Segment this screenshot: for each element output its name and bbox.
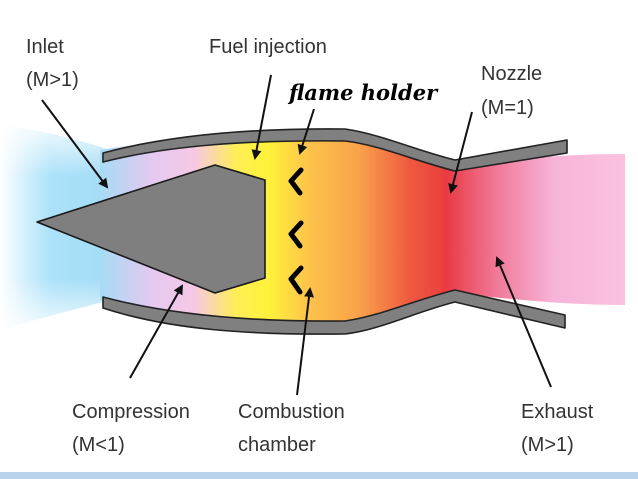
label-nozzle-mach: (M=1) bbox=[481, 97, 534, 119]
label-exhaust: Exhaust bbox=[521, 401, 594, 423]
leader-arrows bbox=[41, 74, 552, 396]
label-combustion: Combustion bbox=[238, 401, 345, 423]
footer-band bbox=[0, 472, 638, 479]
lower-casing bbox=[102, 289, 566, 335]
label-compression-mach: (M<1) bbox=[72, 434, 125, 456]
arrow-fuel-injection bbox=[251, 74, 272, 160]
label-nozzle: Nozzle bbox=[481, 63, 542, 85]
center-body-cone bbox=[36, 164, 266, 294]
label-combustion-chamber: chamber bbox=[238, 434, 316, 456]
label-exhaust-mach: (M>1) bbox=[521, 434, 574, 456]
label-inlet-mach: (M>1) bbox=[26, 69, 79, 91]
label-flame-holder: flame holder bbox=[287, 80, 439, 105]
arrow-exhaust bbox=[495, 256, 552, 388]
label-fuel-injection: Fuel injection bbox=[209, 36, 327, 58]
flame-holders bbox=[288, 167, 304, 295]
upper-casing bbox=[102, 128, 568, 172]
exhaust-plume bbox=[445, 154, 625, 305]
label-compression: Compression bbox=[72, 401, 190, 423]
arrow-nozzle bbox=[448, 111, 473, 194]
arrow-inlet bbox=[41, 99, 109, 189]
flame-holder-mark bbox=[288, 220, 304, 249]
flame-holder-mark bbox=[288, 265, 304, 295]
arrow-combustion bbox=[296, 287, 314, 396]
arrow-flame-holder bbox=[297, 108, 315, 155]
flame-holder-mark bbox=[288, 167, 304, 196]
label-inlet: Inlet bbox=[26, 36, 64, 58]
arrow-compression bbox=[129, 284, 183, 379]
